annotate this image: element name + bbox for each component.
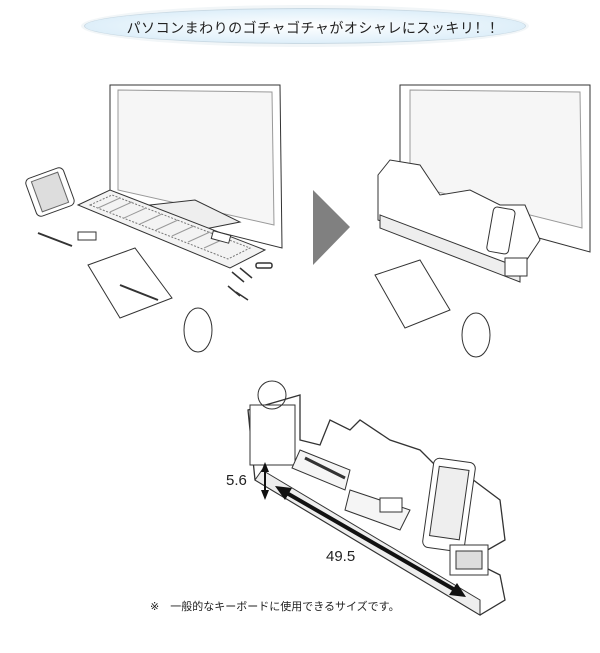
pen-illustration [37, 232, 73, 247]
desk-organizer-detail [247, 380, 506, 616]
eraser-illustration-2 [210, 230, 232, 244]
mouse-illustration [183, 307, 213, 353]
paper-illustration [87, 247, 173, 319]
eraser-illustration [77, 231, 97, 241]
height-dimension-label: 5.6 [226, 472, 247, 489]
headline-text: パソコンまわりのゴチャゴチャがオシャレにスッキリ！！ [126, 21, 504, 37]
size-note: ※ 一般的なキーボードに使用できるサイズです。 [150, 600, 400, 613]
desk-organizer-illustration [377, 159, 541, 283]
dimension-lines [261, 462, 466, 597]
keyboard-illustration [76, 189, 267, 269]
before-desk-scene [25, 84, 283, 353]
monitor-illustration [109, 84, 283, 249]
headline-banner: パソコンまわりのゴチャゴチャがオシャレにスッキリ！！ [84, 8, 526, 44]
smartphone-illustration [25, 167, 75, 217]
clips-illustration [227, 262, 273, 301]
pen-illustration-2 [119, 284, 159, 301]
width-dimension-label: 49.5 [326, 548, 356, 565]
arrow-right-icon [313, 190, 350, 265]
after-desk-scene [374, 84, 591, 358]
